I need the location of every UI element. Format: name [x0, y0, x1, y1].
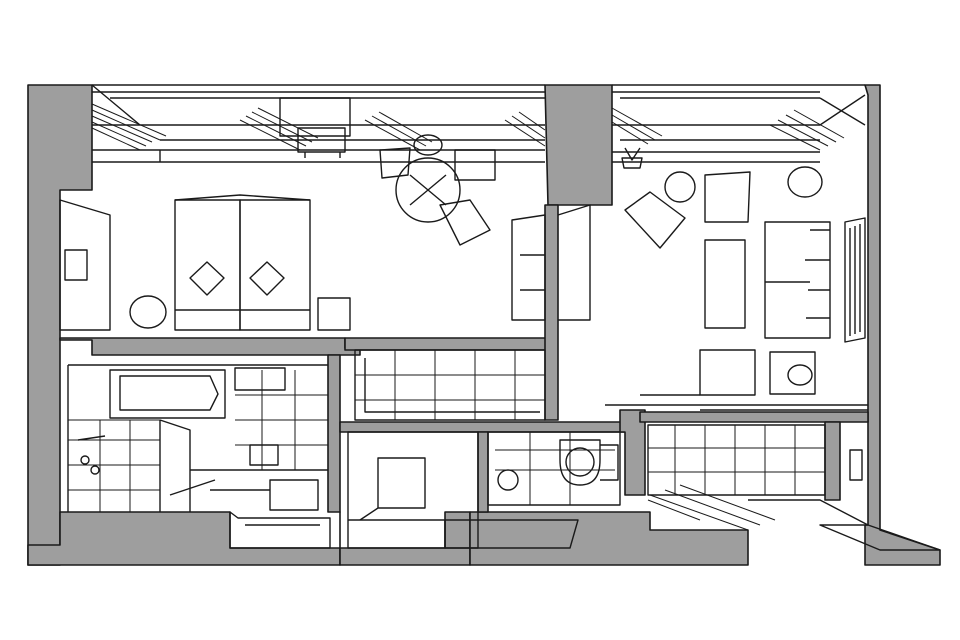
bathroom-floor-tiles: [235, 370, 328, 470]
floor-lamp: [787, 166, 823, 198]
hall-inner-frame: [364, 358, 540, 413]
vanity-counter: [169, 469, 328, 496]
living-top-trim: [612, 94, 866, 141]
bedroom-left-wall: [59, 199, 111, 331]
living-floor-edge: [605, 394, 868, 411]
armchair-living-2: [704, 171, 751, 223]
curtain-living-left: [611, 107, 663, 145]
coffee-table: [704, 239, 746, 329]
sofa: [764, 221, 831, 339]
wall-corridor-inner: [824, 421, 841, 501]
toilet-floor-tiles: [495, 432, 615, 505]
curtain-living-right: [769, 109, 845, 151]
armchair-bedroom-1: [439, 199, 491, 246]
side-cabinet: [454, 149, 496, 181]
wall-bedroom-living: [544, 204, 559, 421]
mirror: [234, 367, 286, 391]
corridor-floor-edge: [748, 499, 869, 526]
twin-beds: [174, 194, 311, 331]
entrance-hall: [354, 349, 546, 421]
living-back-wall: [612, 151, 820, 163]
east-wall: [864, 84, 941, 566]
armchair-bedroom-2: [379, 147, 411, 179]
toilet-bowl: [559, 439, 601, 486]
round-table: [395, 157, 461, 223]
armchair-living-1: [624, 191, 686, 249]
wall-bath-right: [327, 354, 341, 513]
armchair-living-3: [699, 349, 756, 396]
ottoman: [769, 351, 816, 395]
central-pillar: [544, 84, 613, 206]
curtain-center-left: [239, 107, 319, 151]
wall-closet-toilet: [477, 431, 489, 513]
plant: [621, 147, 643, 169]
bedroom: [59, 84, 546, 331]
toilet-walls: [487, 431, 621, 506]
storage-corridor: [647, 424, 941, 551]
round-table-base: [409, 174, 447, 206]
bathroom-step: [229, 511, 331, 549]
hand-basin: [497, 469, 519, 491]
wall-living-corridor: [639, 411, 869, 423]
curtain-center-right: [364, 111, 433, 151]
ottoman-cushion: [787, 364, 813, 386]
lamp: [413, 134, 443, 156]
bathroom: [67, 364, 331, 549]
side-table-living: [664, 171, 696, 203]
wall-hall-top: [344, 337, 556, 351]
shower-fixtures: [77, 435, 106, 475]
wall-hall-bottom: [339, 421, 641, 433]
vanity-basin: [269, 479, 319, 511]
toilet-room: [444, 431, 621, 549]
bathtub: [109, 369, 226, 419]
toiletry-tray: [249, 444, 279, 466]
pillow-left: [189, 261, 225, 296]
wall-picture: [64, 249, 88, 281]
living-side-window: [844, 217, 866, 343]
south-wall: [27, 511, 341, 566]
toilet-seat: [565, 447, 595, 477]
wall-bedroom-bath: [59, 337, 361, 356]
living-room: [557, 84, 868, 411]
toilet-doorstep: [444, 519, 579, 549]
hall-floor: [354, 349, 546, 421]
bedroom-top-trim: [91, 84, 545, 141]
nightstand: [317, 297, 351, 331]
pillow-right: [249, 261, 285, 296]
curtain-left: [91, 103, 167, 151]
bathroom-back-wall: [67, 364, 328, 512]
corridor-floor-tiles: [648, 425, 825, 495]
round-stool-bedroom: [129, 295, 167, 329]
closet-shelf: [359, 457, 426, 521]
desk: [279, 97, 351, 137]
desk-chair: [297, 127, 346, 158]
closet-floor: [348, 519, 446, 548]
corridor-exit-step: [819, 524, 941, 551]
bedroom-window-wall: [92, 84, 545, 99]
corridor-shelves: [647, 484, 776, 531]
shower-screen: [159, 419, 191, 512]
living-window-wall: [612, 84, 865, 99]
wall-switch: [849, 449, 863, 481]
toilet-cabinet: [600, 444, 619, 481]
hall-floor-tiles: [355, 350, 545, 420]
bedroom-wardrobe: [511, 214, 546, 321]
cut-walls: [27, 84, 941, 566]
curtain-right: [504, 111, 546, 147]
shower-wall-tiles: [68, 419, 160, 512]
living-left-wall: [557, 204, 591, 321]
